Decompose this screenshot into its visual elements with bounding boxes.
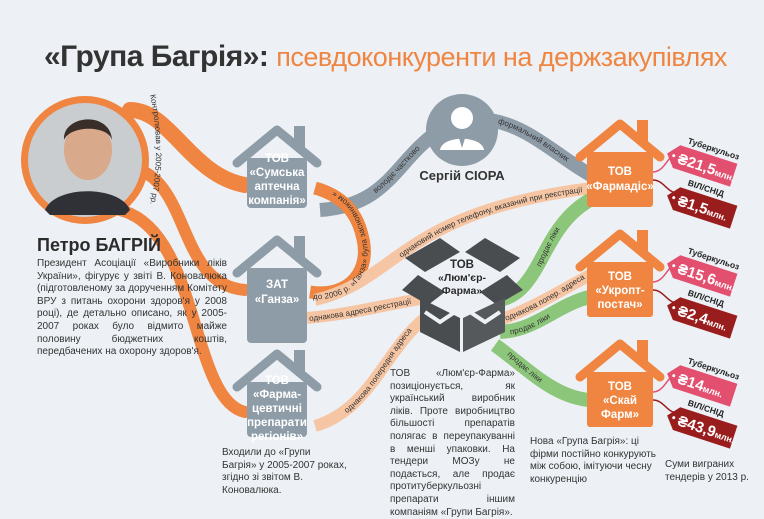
company-name-line: цевтичні — [252, 403, 302, 415]
company-name-line: ТОВ — [608, 166, 632, 178]
company-name-line: регіонів» — [251, 431, 303, 443]
company-name-line: компанія» — [248, 195, 306, 207]
tag-shape — [667, 145, 738, 187]
tag-shape — [667, 255, 738, 297]
tag-hole — [672, 264, 676, 268]
control-links — [114, 102, 253, 418]
house-farmadis[interactable]: ТОВ «Фармадіс» — [575, 119, 665, 207]
tag-hole — [672, 416, 676, 420]
company-name-line: ТОВ — [608, 271, 632, 283]
company-name-line: ТОВ — [265, 153, 289, 165]
company-name-line: ТОВ — [608, 381, 632, 393]
house-ganza[interactable]: ЗАТ «Ганза» — [232, 235, 322, 343]
company-name-line: препарати — [247, 417, 307, 429]
tender-tags: Туберкульоз₴21,5млн.ВІЛ/СНІД₴1,5млн. Тубе… — [652, 136, 741, 449]
box-flap — [465, 238, 520, 272]
link-bagriy-ganza — [134, 164, 251, 296]
tag-shape — [667, 365, 738, 407]
owns-label: володіє частково — [371, 143, 422, 195]
tag-shape — [667, 407, 738, 449]
company-name-line: «Фарма- — [253, 389, 301, 401]
tag-hole — [672, 374, 676, 378]
house-ukroptpostach[interactable]: ТОВ «Укропт- постач» — [575, 229, 665, 317]
company-name-line: «Фармадіс» — [586, 181, 654, 193]
company-name-line: «Сумська — [250, 167, 306, 179]
sells-label-1: продає ліки — [534, 226, 561, 269]
company-name-line: ТОВ — [265, 375, 289, 387]
owner-node[interactable]: Сергій СІОРА — [419, 94, 505, 183]
hub-name-line: ТОВ — [450, 259, 474, 271]
tb-tender-tag: Туберкульоз₴21,5млн. — [667, 136, 741, 187]
hub-box[interactable]: ТОВ «Люм'єр- Фарма» — [402, 238, 523, 352]
box-flap — [480, 275, 523, 305]
link-address — [306, 292, 427, 324]
hub-name-line: «Люм'єр- — [438, 272, 487, 284]
link-prev-address — [313, 313, 429, 432]
company-name-line: аптечна — [254, 181, 300, 193]
company-name-line: ЗАТ — [266, 279, 288, 291]
house-sumska[interactable]: ТОВ «Сумська аптечна компанія» — [232, 125, 322, 208]
link-phone — [313, 181, 601, 306]
tb-tender-tag: Туберкульоз₴14млн. — [667, 356, 741, 407]
company-name-line: постач» — [597, 299, 642, 311]
title-rest: псевдоконкуренти на держзакупівлях — [276, 42, 727, 72]
bagriy-photo — [21, 96, 149, 224]
person-bio: Президент Асоціації «Виробники ліків Укр… — [37, 258, 227, 358]
box-side — [420, 298, 460, 352]
house-regions[interactable]: ТОВ «Фарма- цевтичні препарати регіонів» — [232, 349, 322, 443]
new-group-caption: Нова «Група Багрія»: ці фірми постійно к… — [530, 436, 656, 485]
company-name-line: Фарм» — [601, 409, 639, 421]
tag-hole — [672, 306, 676, 310]
title-bold: «Група Багрія»: — [44, 40, 269, 73]
tag-shape — [667, 297, 738, 339]
hiv-tender-tag: ВІЛ/СНІД₴1,5млн. — [667, 178, 738, 229]
company-name-line: «Скай — [603, 395, 637, 407]
person-name: Петро БАГРІЙ — [37, 235, 161, 255]
owner-name: Сергій СІОРА — [419, 168, 505, 183]
hub-name-line: Фарма» — [442, 285, 483, 297]
house-skai-farm[interactable]: ТОВ «Скай Фарм» — [575, 339, 665, 427]
company-name-line: «Ганза» — [255, 294, 299, 306]
old-group-caption: Входили до «Групи Багрія» у 2005-2007 ро… — [222, 447, 347, 496]
hiv-tender-tag: ВІЛ/СНІД₴43,9млн. — [667, 398, 738, 449]
person-icon — [440, 107, 484, 150]
box-flap — [405, 238, 460, 272]
tenders-caption: Суми виграних тендерів у 2013 р. — [665, 459, 749, 483]
tag-hole — [672, 196, 676, 200]
hiv-tender-tag: ВІЛ/СНІД₴2,4млн. — [667, 288, 738, 339]
link-bagriy-sumska — [122, 102, 253, 193]
box-flap — [402, 275, 445, 305]
tag-shape — [667, 187, 738, 229]
company-name-line: «Укропт- — [595, 285, 644, 297]
formal-owner-label: формальний власник — [497, 117, 571, 164]
tag-hole — [672, 154, 676, 158]
link-bagriy-regions — [114, 204, 251, 418]
hub-description: ТОВ «Люм'єр-Фарма» позиціонується, як ук… — [390, 368, 515, 518]
tb-tender-tag: Туберкульоз₴15,6млн. — [667, 246, 741, 297]
box-side — [463, 298, 505, 352]
page-title: «Група Багрія»: псевдоконкуренти на держ… — [44, 40, 727, 74]
